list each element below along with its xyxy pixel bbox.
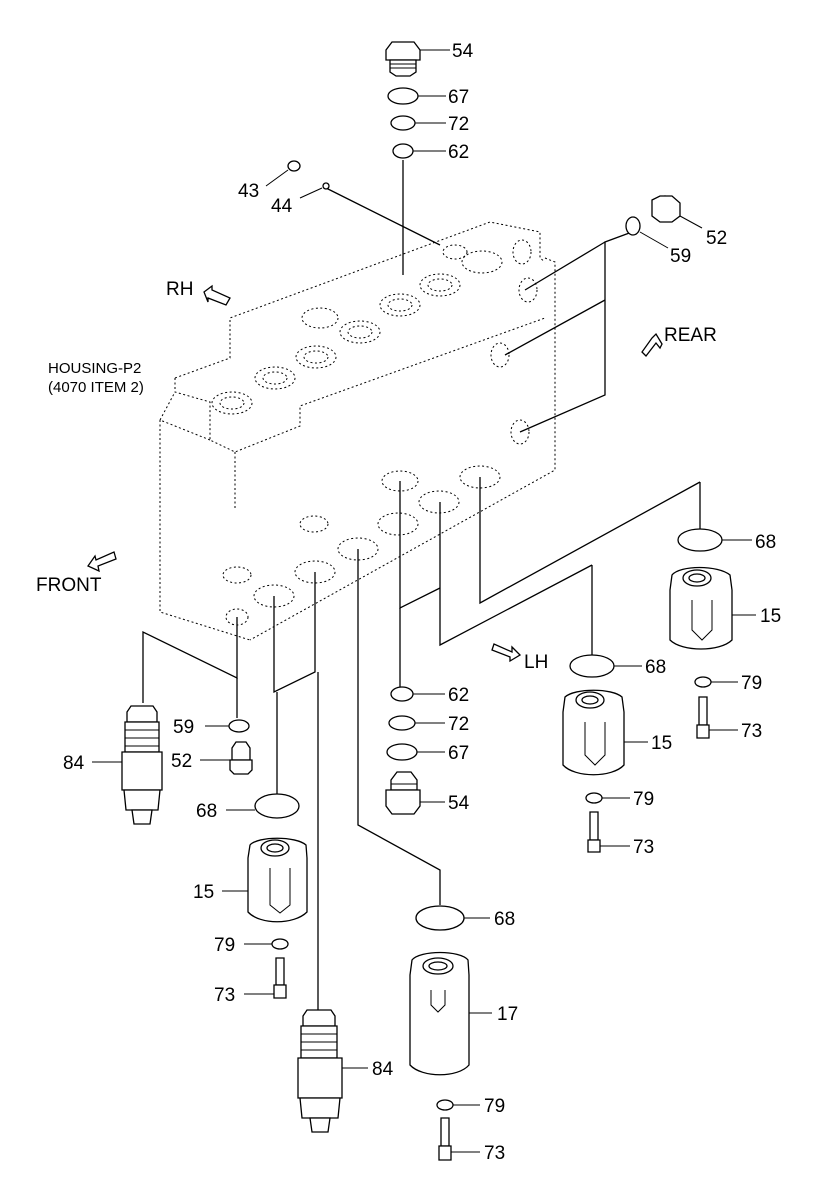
leaders-top-stack	[413, 49, 450, 152]
o-ring-59-right	[625, 216, 669, 249]
part-84-bottom: 84	[372, 1059, 394, 1080]
part-79-right-upper: 79	[741, 673, 762, 694]
housing-label-line2: (4070 ITEM 2)	[48, 379, 144, 396]
washer-79-left	[244, 938, 289, 950]
plug-54-mid	[385, 771, 421, 815]
washer-79-right-lower	[585, 792, 630, 804]
part-52-right: 52	[706, 228, 727, 249]
direction-rear: REAR	[664, 325, 717, 346]
cover-17	[409, 951, 492, 1076]
o-ring-67-top	[387, 87, 419, 105]
part-73-right-upper: 73	[741, 721, 762, 742]
o-ring-68-left	[226, 793, 300, 819]
part-68-right-upper: 68	[755, 532, 776, 553]
leader-lines	[142, 160, 701, 1010]
lh-arrow-icon	[491, 643, 522, 663]
part-73-right-lower: 73	[633, 837, 654, 858]
cover-15-right-lower	[562, 689, 648, 776]
rh-arrow-icon	[203, 284, 231, 306]
o-ring-72-top	[390, 115, 416, 131]
ball-44	[299, 182, 330, 199]
part-43: 43	[238, 181, 259, 202]
part-44: 44	[271, 196, 293, 217]
o-ring-67-mid	[386, 743, 418, 761]
part-54-top: 54	[452, 41, 474, 62]
part-62-mid: 62	[448, 685, 469, 706]
part-79-bottom: 79	[484, 1096, 505, 1117]
bolt-73-left	[244, 957, 287, 999]
part-68-left: 68	[196, 801, 217, 822]
housing-body	[159, 221, 556, 641]
washer-79-right-upper	[694, 676, 738, 688]
cover-15-left	[222, 837, 308, 923]
direction-rh: RH	[166, 279, 193, 300]
part-54-mid: 54	[448, 793, 470, 814]
o-ring-62-mid	[390, 686, 414, 702]
washer-79-bottom	[436, 1099, 480, 1111]
o-ring-68-right-upper	[677, 528, 752, 552]
housing-label-line1: HOUSING-P2	[48, 360, 141, 377]
part-68-bottom: 68	[494, 909, 515, 930]
plug-43	[265, 160, 301, 187]
part-79-right-lower: 79	[633, 789, 654, 810]
part-72-top: 72	[448, 114, 469, 135]
part-68-right-lower: 68	[645, 657, 666, 678]
o-ring-72-mid	[388, 715, 416, 731]
leaders-mid-stack	[413, 693, 445, 803]
rear-arrow-icon	[641, 332, 663, 357]
part-79-left: 79	[214, 935, 235, 956]
part-67-mid: 67	[448, 743, 469, 764]
part-15-left: 15	[193, 882, 214, 903]
o-ring-62-top	[392, 143, 414, 159]
o-ring-59-left	[205, 719, 250, 733]
o-ring-68-right-lower	[569, 654, 642, 678]
part-15-right-upper: 15	[760, 606, 781, 627]
part-59-right: 59	[670, 246, 691, 267]
o-ring-68-bottom	[415, 905, 490, 931]
part-73-left: 73	[214, 985, 235, 1006]
bolt-73-bottom	[438, 1117, 480, 1161]
valve-84-bottom	[297, 1009, 368, 1133]
part-17: 17	[497, 1004, 518, 1025]
plug-52-left	[200, 741, 253, 775]
plug-52-right	[651, 195, 703, 229]
bolt-73-right-upper	[696, 696, 738, 739]
front-arrow-icon	[87, 551, 117, 573]
direction-lh: LH	[524, 652, 548, 673]
part-59-left: 59	[173, 717, 194, 738]
direction-front: FRONT	[36, 575, 102, 596]
part-67-top: 67	[448, 87, 469, 108]
part-15-right-lower: 15	[651, 733, 672, 754]
part-62-top: 62	[448, 142, 469, 163]
part-52-left: 52	[171, 751, 192, 772]
bolt-73-right-lower	[587, 811, 630, 853]
part-84-left: 84	[63, 753, 85, 774]
cover-15-right-upper	[669, 566, 756, 650]
part-72-mid: 72	[448, 714, 469, 735]
plug-54-top	[385, 41, 421, 77]
part-73-bottom: 73	[484, 1143, 505, 1164]
valve-84-left	[92, 705, 163, 825]
